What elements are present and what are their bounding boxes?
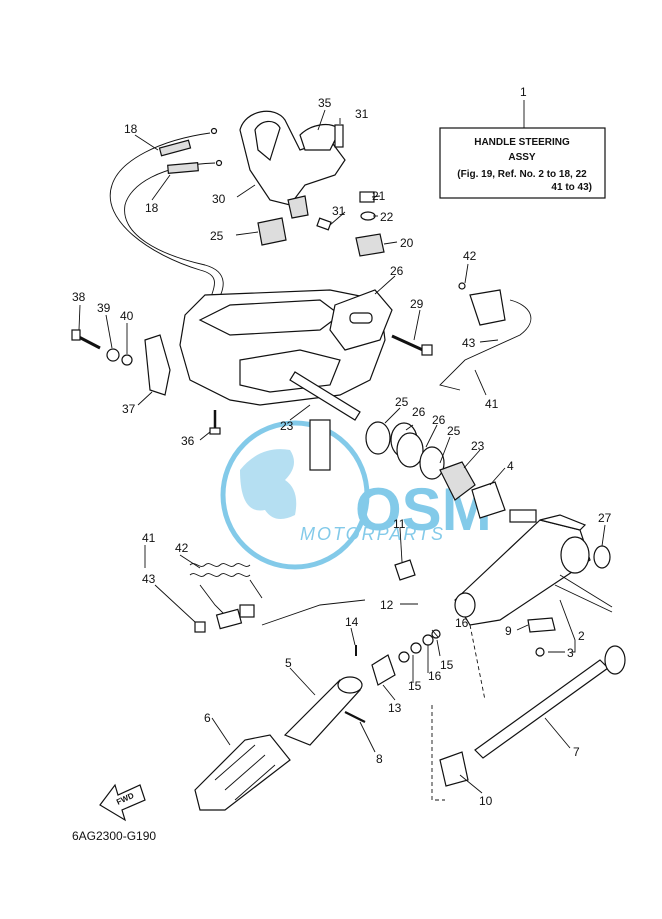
callout-number: 13 [388, 701, 402, 715]
callout-number: 29 [410, 297, 424, 311]
callout-number: 43 [142, 572, 156, 586]
title-box-line3: (Fig. 19, Ref. No. 2 to 18, 22 [457, 169, 587, 180]
callout-number: 14 [345, 615, 359, 629]
callout-number: 37 [122, 402, 136, 416]
callout-number: 27 [598, 511, 612, 525]
callout-number: 23 [280, 419, 294, 433]
callout-number: 42 [463, 249, 477, 263]
callout-number: 41 [485, 397, 499, 411]
callout-number: 31 [355, 107, 369, 121]
watermark-globe-icon [220, 420, 370, 570]
callout-number: 10 [479, 794, 493, 808]
callout-number: 9 [505, 624, 512, 638]
callout-number: 11 [393, 517, 406, 531]
callout-numbers: 35 31 18 18 30 25 31 21 22 20 26 29 38 3… [72, 96, 612, 808]
title-box-line2: ASSY [508, 152, 536, 163]
watermark: OSM MOTORPARTS [220, 420, 492, 570]
callout-number: 25 [210, 229, 224, 243]
callout-number: 8 [376, 752, 383, 766]
callout-number: 7 [573, 745, 580, 759]
watermark-tagline: MOTORPARTS [300, 524, 445, 544]
callout-number: 42 [175, 541, 189, 555]
callout-number: 35 [318, 96, 332, 110]
diagram-code: 6AG2300-G190 [72, 829, 156, 843]
callout-number: 31 [332, 204, 346, 218]
callout-number: 16 [455, 616, 469, 630]
callout-number: 4 [507, 459, 514, 473]
callout-number: 3 [567, 646, 574, 660]
callout-number: 26 [432, 413, 446, 427]
callout-number: 26 [412, 405, 426, 419]
callout-number: 25 [447, 424, 461, 438]
callout-number: 36 [181, 434, 195, 448]
callout-number: 18 [124, 122, 138, 136]
title-box: 1 HANDLE STEERING ASSY (Fig. 19, Ref. No… [439, 85, 606, 199]
title-box-line1: HANDLE STEERING [474, 137, 570, 148]
callout-number: 25 [395, 395, 409, 409]
callout-number: 43 [462, 336, 476, 350]
callout-number: 38 [72, 290, 86, 304]
callout-number: 39 [97, 301, 111, 315]
callout-number: 2 [578, 629, 585, 643]
callout-number: 30 [212, 192, 226, 206]
title-box-line4: 41 to 43) [551, 182, 592, 193]
callout-number: 22 [380, 210, 394, 224]
callout-number: 15 [408, 679, 422, 693]
callout-number: 21 [372, 189, 386, 203]
callout-number: 6 [204, 711, 211, 725]
callout-number: 23 [471, 439, 485, 453]
callout-number: 12 [380, 598, 394, 612]
callout-number: 5 [285, 656, 292, 670]
callout-number: 20 [400, 236, 414, 250]
callout-number: 1 [520, 85, 527, 99]
parts-drawing: FWD [71, 109, 626, 822]
callout-number: 18 [145, 201, 159, 215]
fwd-arrow-icon: FWD [99, 783, 146, 822]
callout-number: 26 [390, 264, 404, 278]
callout-number: 40 [120, 309, 134, 323]
callout-number: 41 [142, 531, 156, 545]
callout-number: 16 [428, 669, 442, 683]
callout-number: 15 [440, 658, 454, 672]
title-box-frame [439, 127, 606, 199]
